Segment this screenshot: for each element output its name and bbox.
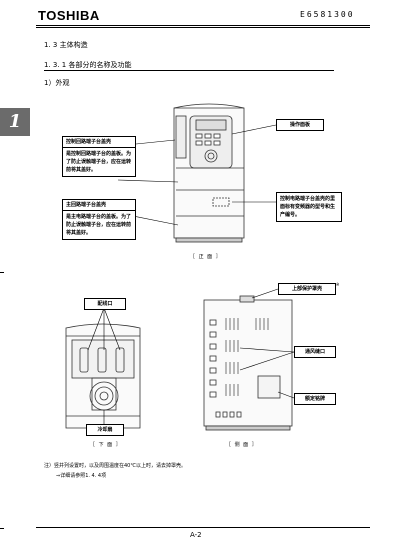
front-view-drawing	[173, 103, 245, 243]
appearance-item: 1）外观	[44, 79, 70, 87]
page-number: A-2	[190, 531, 202, 539]
margin-tick	[0, 272, 4, 273]
vent-label: 通风缝口	[294, 346, 336, 358]
subsection-heading: 1. 3. 1 各部分的名称及功能	[44, 60, 334, 71]
front-view-caption: ［ 正 面 ］	[190, 254, 222, 260]
section-heading: 1. 3 主体构造	[44, 41, 88, 49]
header-rule	[36, 25, 370, 26]
cooling-fan-label: 冷却扇	[86, 424, 124, 436]
bottom-view-caption: ［ 下 面 ］	[90, 442, 122, 448]
margin-tick	[0, 528, 4, 529]
main-terminal-cover-description: 是主电路端子台的盖板。为了防止误触端子台，应在运转前将其盖好。	[66, 214, 132, 236]
footer-rule	[36, 527, 370, 528]
toshiba-logo: TOSHIBA	[38, 8, 100, 23]
rating-label-callout: 额定铭牌	[294, 393, 336, 405]
side-view-drawing	[203, 295, 293, 431]
header-rule-secondary	[36, 27, 370, 28]
top-cover-label: 上部保护罩壳	[278, 283, 336, 295]
main-terminal-cover-title: 主回路端子台盖壳	[63, 200, 135, 211]
control-terminal-cover-title: 控制回路端子台盖壳	[63, 137, 135, 148]
document-number: E6581300	[300, 10, 355, 19]
nameplate-location-text: 控制电路端子台盖壳的里面标有变频器的型号和生产编号。	[280, 196, 336, 218]
control-terminal-cover-description: 是控制回路端子台的盖板。为了防止误触端子台，应在运转前将其盖好。	[66, 151, 132, 173]
note-line-2: ⇒详细请参照1. 4. 4项	[56, 473, 107, 479]
chapter-tab: 1	[0, 108, 30, 136]
control-terminal-cover-callout: 控制回路端子台盖壳 是控制回路端子台的盖板。为了防止误触端子台，应在运转前将其盖…	[62, 136, 136, 177]
main-terminal-cover-callout: 主回路端子台盖壳 是主电路端子台的盖板。为了防止误触端子台，应在运转前将其盖好。	[62, 199, 136, 240]
side-view-caption: ［ 侧 面 ］	[226, 442, 258, 448]
top-cover-text: 上部保护罩壳	[291, 286, 322, 292]
wiring-port-label: 配线口	[84, 298, 126, 310]
nameplate-location-note: 控制电路端子台盖壳的里面标有变频器的型号和生产编号。	[276, 192, 342, 222]
top-cover-mark: ※	[336, 282, 340, 287]
bottom-view-drawing	[65, 323, 141, 429]
operation-panel-label: 操作面板	[276, 119, 324, 131]
note-line-1: 注）竖并列设置时，以及周围温度在40℃以上时，请去掉罩壳。	[44, 463, 186, 469]
